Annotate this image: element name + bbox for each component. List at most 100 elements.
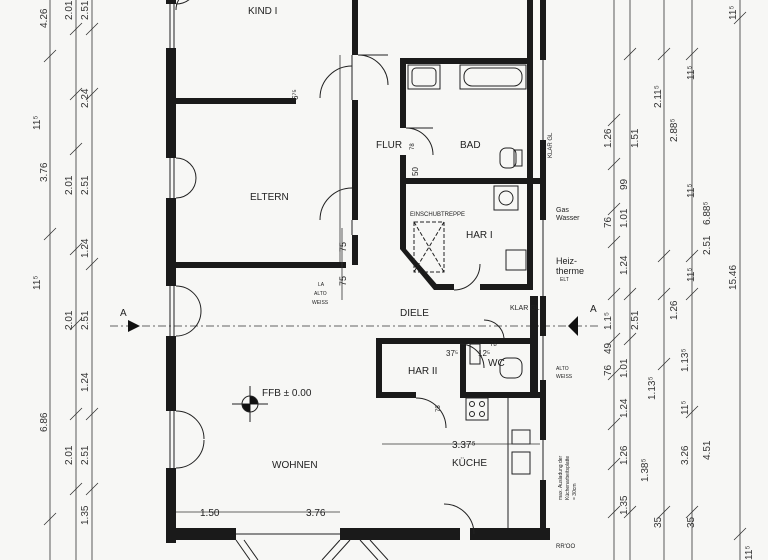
section-marker-right: A <box>590 304 597 315</box>
dim-label: 2.01 <box>64 445 75 465</box>
dim-label: 11⁵ <box>744 545 755 560</box>
room-einschubtreppe: EINSCHUBTREPPE <box>410 212 465 218</box>
walls <box>166 0 550 543</box>
dim-note: 6⁷⁵ <box>291 89 300 100</box>
right-dimension-labels: 1.26 1.51 99 76 1.01 1.24 1.1⁵ 49 76 1.0… <box>603 5 755 560</box>
bathtub <box>459 64 527 90</box>
dim-label: 11⁵ <box>728 5 739 20</box>
dim-label: 2.51 <box>80 175 91 195</box>
window-swings <box>175 0 205 469</box>
dim-note: 78 <box>410 143 416 150</box>
dim-label: 1.24 <box>80 238 91 258</box>
room-labels: KIND I ELTERN FLUR BAD HAR I EINSCHUBTRE… <box>248 6 505 471</box>
kuechen-note: max. Ausladung der <box>558 455 564 500</box>
dim-label: 35 <box>686 516 697 528</box>
dim-label: 3.76 <box>39 162 50 182</box>
dim-label: 1.26 <box>669 300 680 320</box>
dim-label: 3.26 <box>680 445 691 465</box>
klar-gl-label: KLAR GL <box>548 132 554 158</box>
dim-note: 50 <box>411 167 420 176</box>
dim-label: 2.51 <box>702 235 713 255</box>
dim-label: 49 <box>603 342 614 354</box>
dim-label: 2.01 <box>64 0 75 20</box>
room-wohnen: WOHNEN <box>272 460 318 471</box>
dim-label: 1.26 <box>603 128 614 148</box>
dim-label: 1.50 <box>200 508 220 519</box>
alto-weiss-label: WEISS <box>312 300 329 306</box>
alto-weiss-label: WEISS <box>556 374 573 380</box>
door-swings <box>319 54 505 535</box>
kuechen-note: Küchenarbeitsplatte <box>565 456 571 500</box>
gas-label: Gas <box>556 207 569 214</box>
dim-label: 11⁵ <box>686 65 697 80</box>
dim-label: 1.35 <box>619 495 630 515</box>
dim-note: 37⁵ <box>446 349 458 358</box>
dim-label: 99 <box>619 178 630 190</box>
right-dimension-lines <box>607 0 747 560</box>
room-flur: FLUR <box>376 140 402 151</box>
room-har1: HAR I <box>466 230 493 241</box>
windows <box>169 4 544 560</box>
dim-note: 78 <box>490 342 497 348</box>
dim-label: 1.26 <box>619 445 630 465</box>
dim-label: 2.01 <box>64 310 75 330</box>
heiztherme-label: therme <box>556 266 584 276</box>
dim-label: 2.51 <box>80 0 91 20</box>
room-bad: BAD <box>460 140 481 151</box>
dim-label: 35 <box>653 516 664 528</box>
bad-sink <box>407 64 441 90</box>
left-dimension-labels: 4.26 2.01 2.51 2.24 11⁵ 3.76 2.01 2.51 1… <box>32 0 91 525</box>
alto-weiss-label: ALTO <box>314 291 327 297</box>
dim-label: 1.24 <box>619 398 630 418</box>
annotations: FFB ± 0.00 KLAR GL KLAR GL Gas Wasser He… <box>200 89 584 550</box>
dim-label: 6.86 <box>39 412 50 432</box>
wc-fixtures <box>469 343 523 379</box>
har1-appliance <box>493 185 527 271</box>
dim-label: 4.51 <box>702 440 713 460</box>
room-kueche: KÜCHE <box>452 457 487 469</box>
alto-weiss-label: ALTO <box>556 366 569 372</box>
dim-label: 1.13⁵ <box>680 348 691 372</box>
dim-label: 2.24 <box>80 88 91 108</box>
bad-toilet <box>499 147 523 169</box>
dim-note: 12⁵ <box>478 349 490 358</box>
elevation-marker <box>232 386 268 422</box>
dim-label: 1.38⁵ <box>640 458 651 482</box>
alto-weiss-label: LA <box>318 282 325 288</box>
dim-label: 2.01 <box>64 175 75 195</box>
section-marker-left: A <box>120 308 127 319</box>
dim-label: 3.37⁵ <box>452 440 476 451</box>
dim-label: 11⁵ <box>686 183 697 198</box>
room-diele: DIELE <box>400 308 429 319</box>
dim-label: 1.1⁵ <box>603 312 614 330</box>
dim-note: 75 <box>338 242 348 252</box>
kuechen-note: = 30cm <box>572 483 578 500</box>
heiztherme-label: Heiz- <box>556 256 577 266</box>
dim-label: 11⁵ <box>686 267 697 282</box>
section-line-a: A A <box>110 304 600 336</box>
dim-label: 2.51 <box>80 445 91 465</box>
dim-label: 11⁵ <box>680 400 691 415</box>
room-kind: KIND I <box>248 6 277 17</box>
room-har2: HAR II <box>408 366 437 377</box>
dim-note: 75 <box>338 276 348 286</box>
einschubtreppe-hatch <box>413 221 445 273</box>
ffb-label: FFB ± 0.00 <box>262 388 312 399</box>
dim-label: 6.88⁵ <box>702 201 713 225</box>
dim-label: 1.13⁵ <box>647 376 658 400</box>
rroo-label: RR'OO <box>556 544 575 550</box>
dim-label: 2.88⁵ <box>669 118 680 142</box>
dim-label: 1.24 <box>80 372 91 392</box>
dim-label: 2.11⁵ <box>653 85 664 108</box>
dim-label: 4.26 <box>39 8 50 28</box>
room-wc: WC <box>488 358 505 369</box>
room-eltern: ELTERN <box>250 192 289 203</box>
wasser-label: Wasser <box>556 215 580 222</box>
dim-note: 75 <box>436 405 442 412</box>
dim-label: 2.51 <box>80 310 91 330</box>
dim-label: 11⁵ <box>32 115 43 130</box>
dim-label: 2.51 <box>630 310 641 330</box>
interior-dim-lines <box>176 55 540 513</box>
dim-label: 1.51 <box>630 128 641 148</box>
